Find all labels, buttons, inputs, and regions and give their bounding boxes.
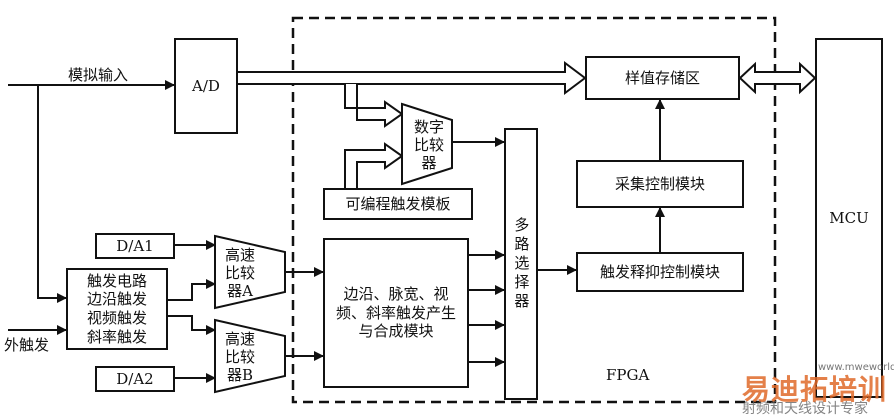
wire-analog-branch [37, 85, 67, 303]
programmable-template-box: 可编程触发模板 [323, 188, 473, 220]
da1-box: D/A1 [95, 233, 175, 259]
bus-ad-to-storage [238, 61, 587, 95]
watermark-site: www.mweworld.com [818, 362, 894, 373]
ext-trigger-label: 外触发 [4, 336, 50, 354]
hs-comparator-b-shape [214, 318, 286, 394]
bus-storage-mcu [738, 61, 817, 95]
tap-bus-1 [344, 84, 404, 128]
trigger-circuit-box: 触发电路边沿触发视频触发斜率触发 [66, 268, 168, 350]
digital-comparator-label: 数字比较器 [413, 118, 444, 172]
ad-converter-box: A/D [174, 38, 238, 134]
watermark-slogan: 射频和天线设计专家 [742, 401, 868, 417]
watermark-brand: 易迪拓培训 [742, 373, 888, 406]
sample-storage-box: 样值存储区 [585, 56, 740, 100]
trigger-hold-control-box: 触发释抑控制模块 [576, 252, 744, 292]
da2-box: D/A2 [95, 366, 175, 392]
trigger-generation-box: 边沿、脉宽、视频、斜率触发产生与合成模块 [323, 238, 469, 388]
mux-box: 多路选择器 [504, 128, 538, 400]
analog-input-label: 模拟输入 [68, 66, 129, 84]
hs-comparator-b-label: 高速比较器B [224, 330, 255, 384]
tap-template [344, 142, 404, 188]
wire-trig-to-a [168, 279, 216, 301]
mcu-box: MCU [815, 38, 883, 398]
fpga-label: FPGA [606, 366, 650, 384]
digital-comparator-shape [401, 102, 453, 186]
hs-comparator-a-label: 高速比较器A [224, 246, 255, 300]
wire-trig-to-b [168, 315, 216, 335]
acquisition-control-box: 采集控制模块 [576, 160, 744, 208]
fpga-boundary [291, 16, 777, 404]
